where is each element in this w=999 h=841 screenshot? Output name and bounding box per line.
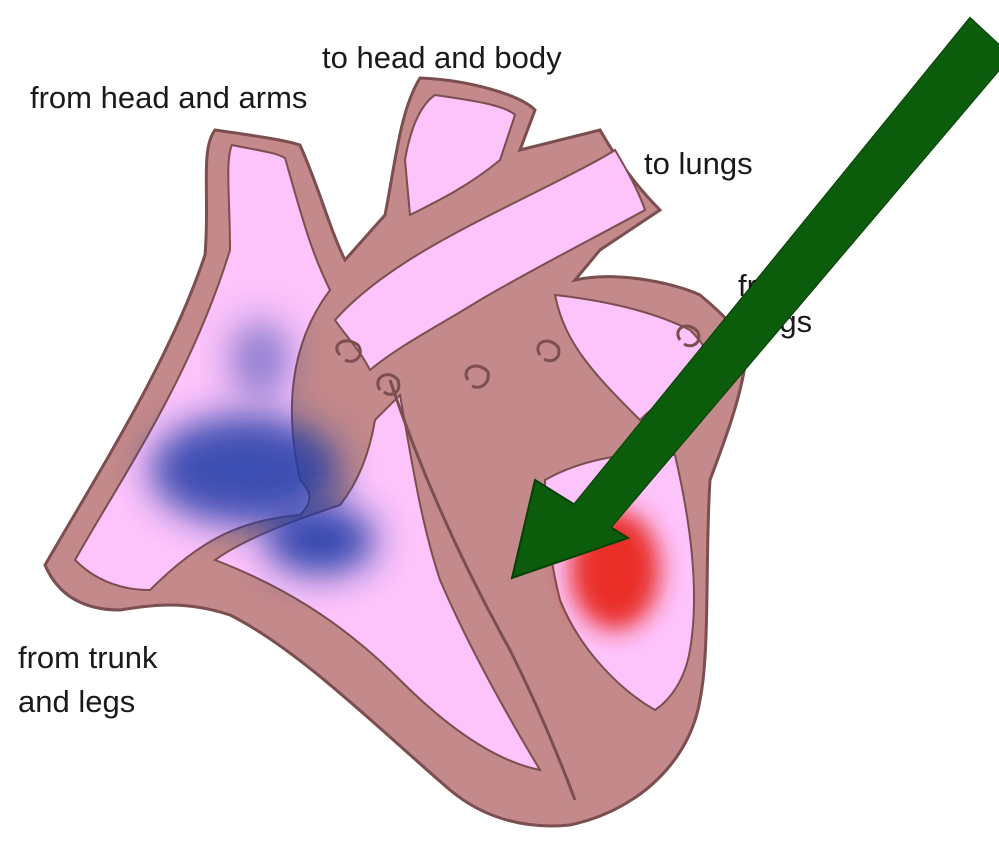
deoxygenated-blood	[265, 505, 375, 575]
label-from-trunk-line1: from trunk	[18, 636, 158, 680]
label-to-lungs: to lungs	[644, 146, 753, 182]
label-from-trunk-line2: and legs	[18, 680, 158, 724]
label-from-lungs-line1: from	[738, 268, 812, 304]
label-to-head-and-body: to head and body	[322, 40, 562, 76]
label-from-trunk-and-legs: from trunk and legs	[18, 636, 158, 724]
label-from-lungs-line2: lungs	[738, 304, 812, 340]
label-from-head-and-arms: from head and arms	[30, 80, 307, 116]
deoxygenated-blood	[230, 320, 290, 400]
label-from-lungs: from lungs	[738, 268, 812, 340]
